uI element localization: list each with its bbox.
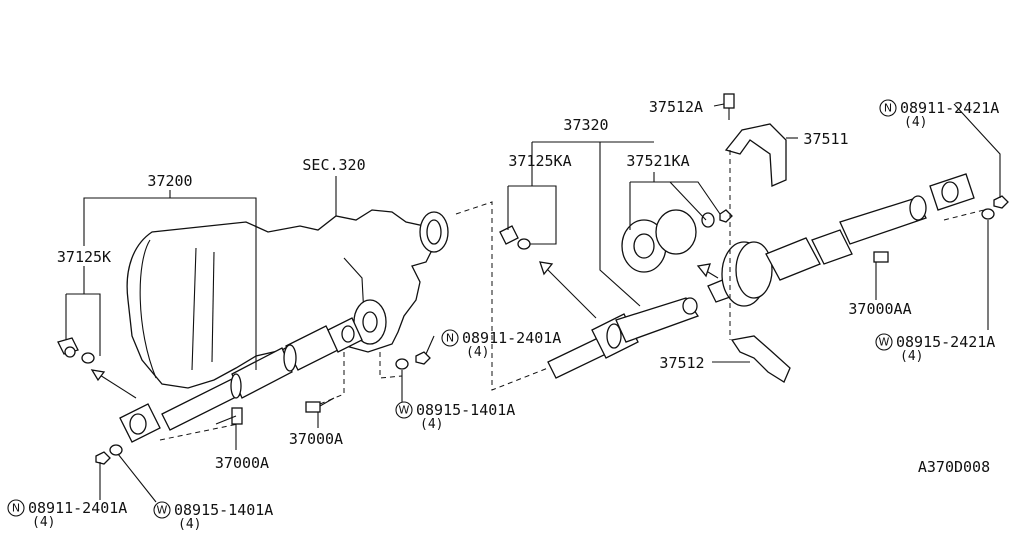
label-37200: 37200	[147, 172, 192, 190]
label-washer-front: 08915-1401A	[174, 501, 273, 519]
label-nut-rear: 08911-2421A	[900, 99, 999, 117]
label-37125k: 37125K	[57, 248, 111, 266]
svg-text:W: W	[157, 504, 168, 517]
label-nut-mid-qty: (4)	[466, 345, 489, 360]
label-washer-rear-qty: (4)	[900, 349, 923, 364]
label-37511: 37511	[803, 130, 848, 148]
label-washer-rear: 08915-2421A	[896, 333, 995, 351]
label-37125ka: 37125KA	[508, 152, 571, 170]
nut-symbol-icon	[7, 499, 25, 517]
assembly-arrows	[539, 261, 719, 319]
label-nut-mid: 08911-2401A	[462, 329, 561, 347]
label-nut-front: 08911-2401A	[28, 499, 127, 517]
washer-symbol-icon	[875, 333, 893, 351]
label-37000a-mid: 37000A	[289, 430, 343, 448]
leader-lines	[65, 103, 1001, 503]
svg-text:N: N	[884, 102, 892, 115]
center-bearing	[621, 209, 733, 273]
fastener-callouts: N 08911-2401A (4) W 08915-1401A (4) N 08…	[7, 99, 999, 532]
label-37320: 37320	[563, 116, 608, 134]
rear-propeller-shaft	[547, 173, 975, 379]
label-diagram-code: A370D008	[918, 458, 990, 476]
label-37512a: 37512A	[649, 98, 703, 116]
nut-symbol-icon	[441, 329, 459, 347]
nut-symbol-icon	[879, 99, 897, 117]
svg-text:W: W	[879, 336, 890, 349]
label-washer-front-qty: (4)	[178, 517, 201, 532]
label-37000aa: 37000AA	[848, 300, 911, 318]
transmission-housing	[126, 209, 449, 389]
label-washer-mid: 08915-1401A	[416, 401, 515, 419]
center-bearing-bracket-upper	[723, 93, 787, 187]
svg-text:N: N	[446, 332, 454, 345]
front-propeller-shaft	[119, 317, 363, 443]
front-kit-parts	[57, 337, 335, 465]
center-bearing-bracket-lower	[730, 335, 791, 383]
label-nut-front-qty: (4)	[32, 515, 55, 530]
washer-symbol-icon	[153, 501, 171, 519]
washer-symbol-icon	[395, 401, 413, 419]
label-37512: 37512	[659, 354, 704, 372]
label-37000a-front: 37000A	[215, 454, 269, 472]
label-washer-mid-qty: (4)	[420, 417, 443, 432]
callouts: 37200 SEC.320 37125K 37320 37125KA 37521…	[57, 98, 990, 476]
label-sec-320: SEC.320	[302, 156, 365, 174]
svg-text:N: N	[12, 502, 20, 515]
dashed-guides	[159, 150, 985, 441]
label-37521ka: 37521KA	[626, 152, 689, 170]
mid-flange-parts	[395, 351, 431, 370]
label-nut-rear-qty: (4)	[904, 115, 927, 130]
svg-text:W: W	[399, 404, 410, 417]
